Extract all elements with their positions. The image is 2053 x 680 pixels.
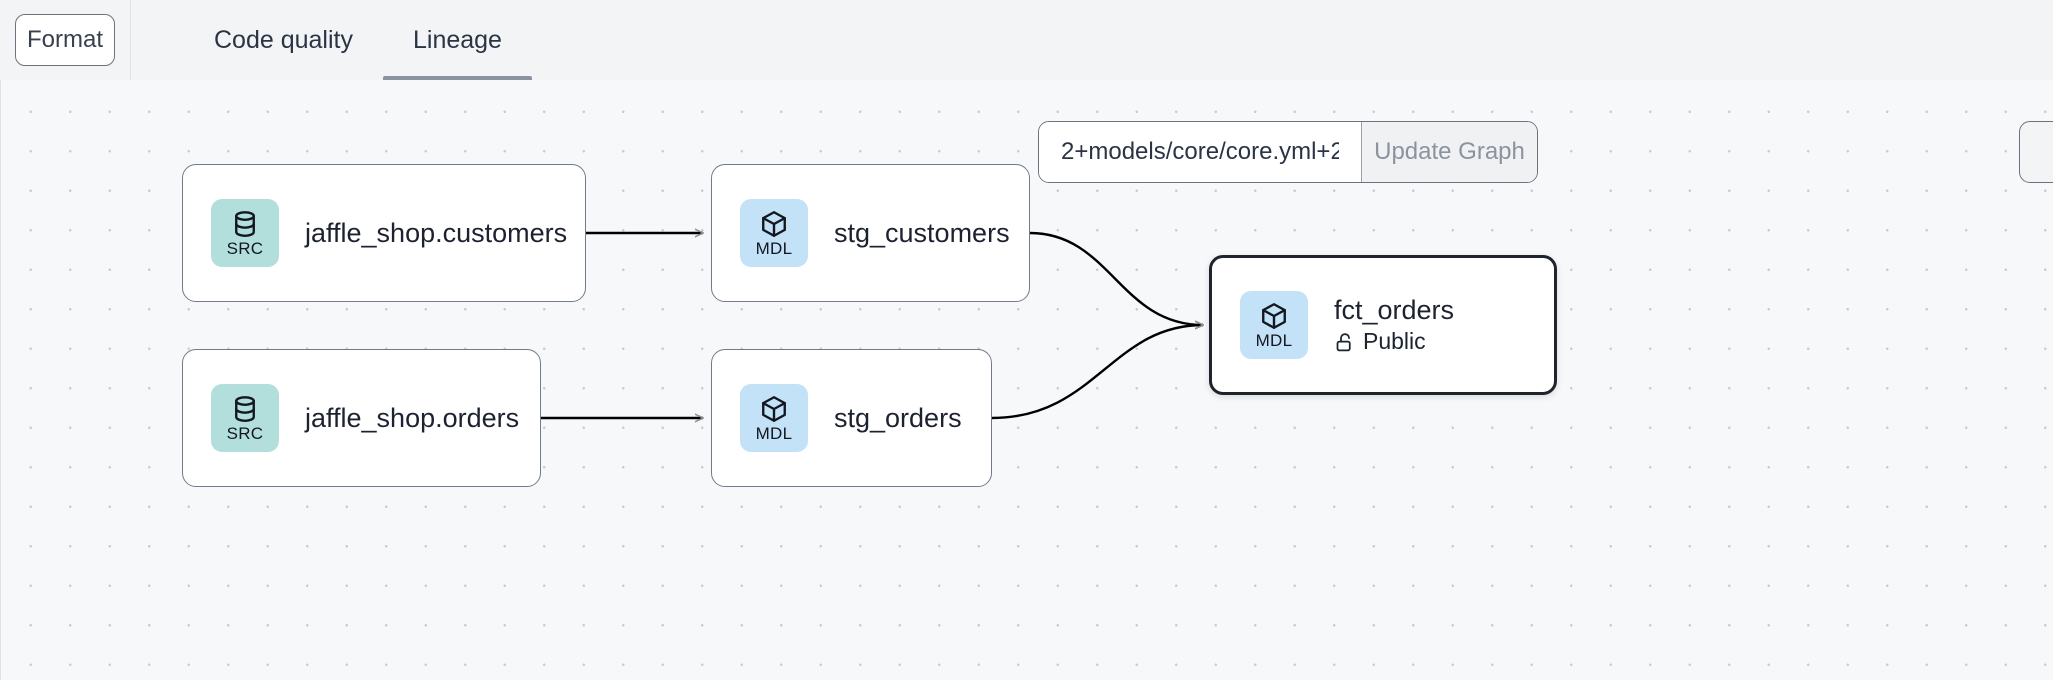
node-title: stg_orders xyxy=(834,402,962,433)
format-button-zone: Format xyxy=(0,0,131,80)
node-title: jaffle_shop.customers xyxy=(305,217,568,248)
lineage-node-jaffle-shop-customers[interactable]: SRC jaffle_shop.customers xyxy=(182,164,586,302)
node-badge-mdl: MDL xyxy=(740,384,808,452)
node-badge-src: SRC xyxy=(211,199,279,267)
database-icon xyxy=(235,396,255,422)
node-body: stg_orders xyxy=(834,403,962,433)
node-body: fct_orders Public xyxy=(1334,295,1454,355)
canvas-left-divider xyxy=(0,80,1,680)
format-button[interactable]: Format xyxy=(15,14,115,66)
update-graph-button[interactable]: Update Graph xyxy=(1361,122,1537,182)
node-badge-mdl: MDL xyxy=(740,199,808,267)
node-body: jaffle_shop.customers xyxy=(305,218,567,248)
node-title: jaffle_shop.orders xyxy=(305,402,520,433)
edge-stg-customers-to-fct-orders xyxy=(1029,231,1203,325)
tab-code-quality[interactable]: Code quality xyxy=(214,25,353,54)
node-badge-label: MDL xyxy=(755,239,793,258)
node-visibility: Public xyxy=(1334,328,1454,355)
node-badge-mdl: MDL xyxy=(1240,291,1308,359)
editor-toolbar: Format Code quality Lineage xyxy=(0,0,2053,80)
node-body: jaffle_shop.orders xyxy=(305,403,519,433)
tab-lineage[interactable]: Lineage xyxy=(382,0,532,80)
node-badge-label: MDL xyxy=(755,424,793,443)
lineage-node-stg-customers[interactable]: MDL stg_customers xyxy=(711,164,1030,302)
node-badge-src: SRC xyxy=(211,384,279,452)
lineage-node-stg-orders[interactable]: MDL stg_orders xyxy=(711,349,992,487)
database-icon xyxy=(235,211,255,237)
cube-icon xyxy=(762,396,786,422)
tab-bar: Code quality Lineage xyxy=(131,0,532,80)
lineage-node-jaffle-shop-orders[interactable]: SRC jaffle_shop.orders xyxy=(182,349,541,487)
cube-icon xyxy=(762,211,786,237)
node-visibility-label: Public xyxy=(1363,328,1426,355)
graph-selector-input[interactable] xyxy=(1039,122,1361,182)
node-badge-label: SRC xyxy=(226,424,264,443)
node-title: fct_orders xyxy=(1334,295,1455,325)
cube-icon xyxy=(1262,303,1286,329)
node-badge-label: MDL xyxy=(1255,331,1293,350)
lineage-node-fct-orders[interactable]: MDL fct_orders Public xyxy=(1209,255,1557,395)
edge-stg-orders-to-fct-orders xyxy=(991,325,1203,420)
graph-selector-group: Update Graph xyxy=(1038,121,1538,183)
node-title: stg_customers xyxy=(834,217,1010,248)
node-badge-label: SRC xyxy=(226,239,264,258)
unlock-icon xyxy=(1336,332,1351,351)
overflow-control-button[interactable] xyxy=(2019,121,2053,183)
lineage-canvas[interactable]: SRC jaffle_shop.customers SRC jaffle_sho… xyxy=(0,80,2053,680)
node-body: stg_customers xyxy=(834,218,1010,248)
